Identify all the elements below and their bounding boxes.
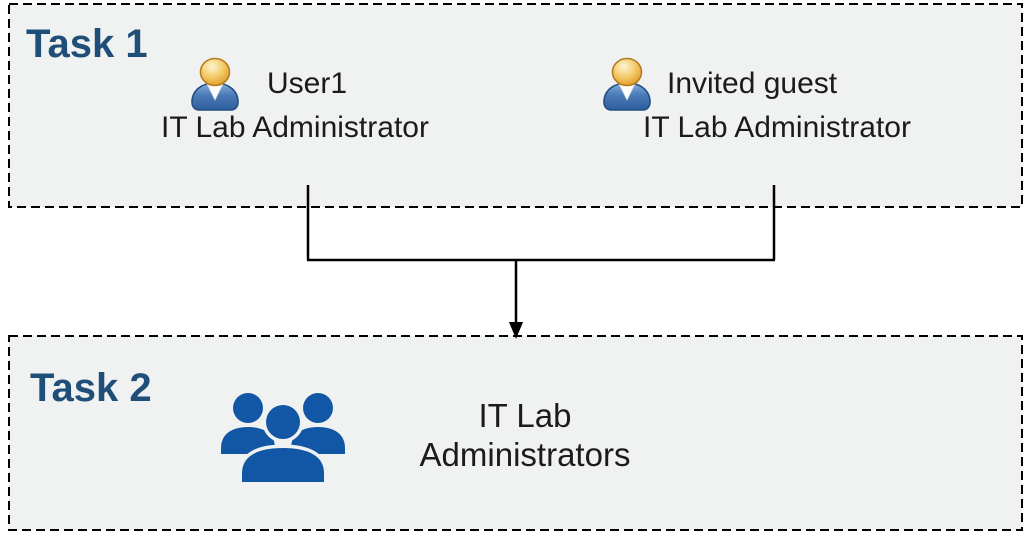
user-icon [191, 57, 239, 111]
task1-label: Task 1 [26, 22, 148, 66]
user-icon [603, 57, 651, 111]
merge-arrow-down-icon [306, 185, 776, 339]
user1-role: IT Lab Administrator [161, 111, 429, 144]
invited-guest-role: IT Lab Administrator [643, 111, 911, 144]
user-group-icon [221, 393, 345, 482]
user1-name: User1 [267, 67, 348, 100]
invited-guest-name: Invited guest [667, 67, 838, 100]
group-name-line1: IT Lab [478, 397, 572, 434]
task2-label: Task 2 [30, 366, 152, 410]
group-name-line2: Administrators [419, 436, 631, 473]
task1-box [8, 3, 1023, 208]
arrowhead [509, 322, 523, 339]
task2-box [8, 335, 1023, 531]
group-name: IT Lab Administrators [390, 396, 660, 474]
